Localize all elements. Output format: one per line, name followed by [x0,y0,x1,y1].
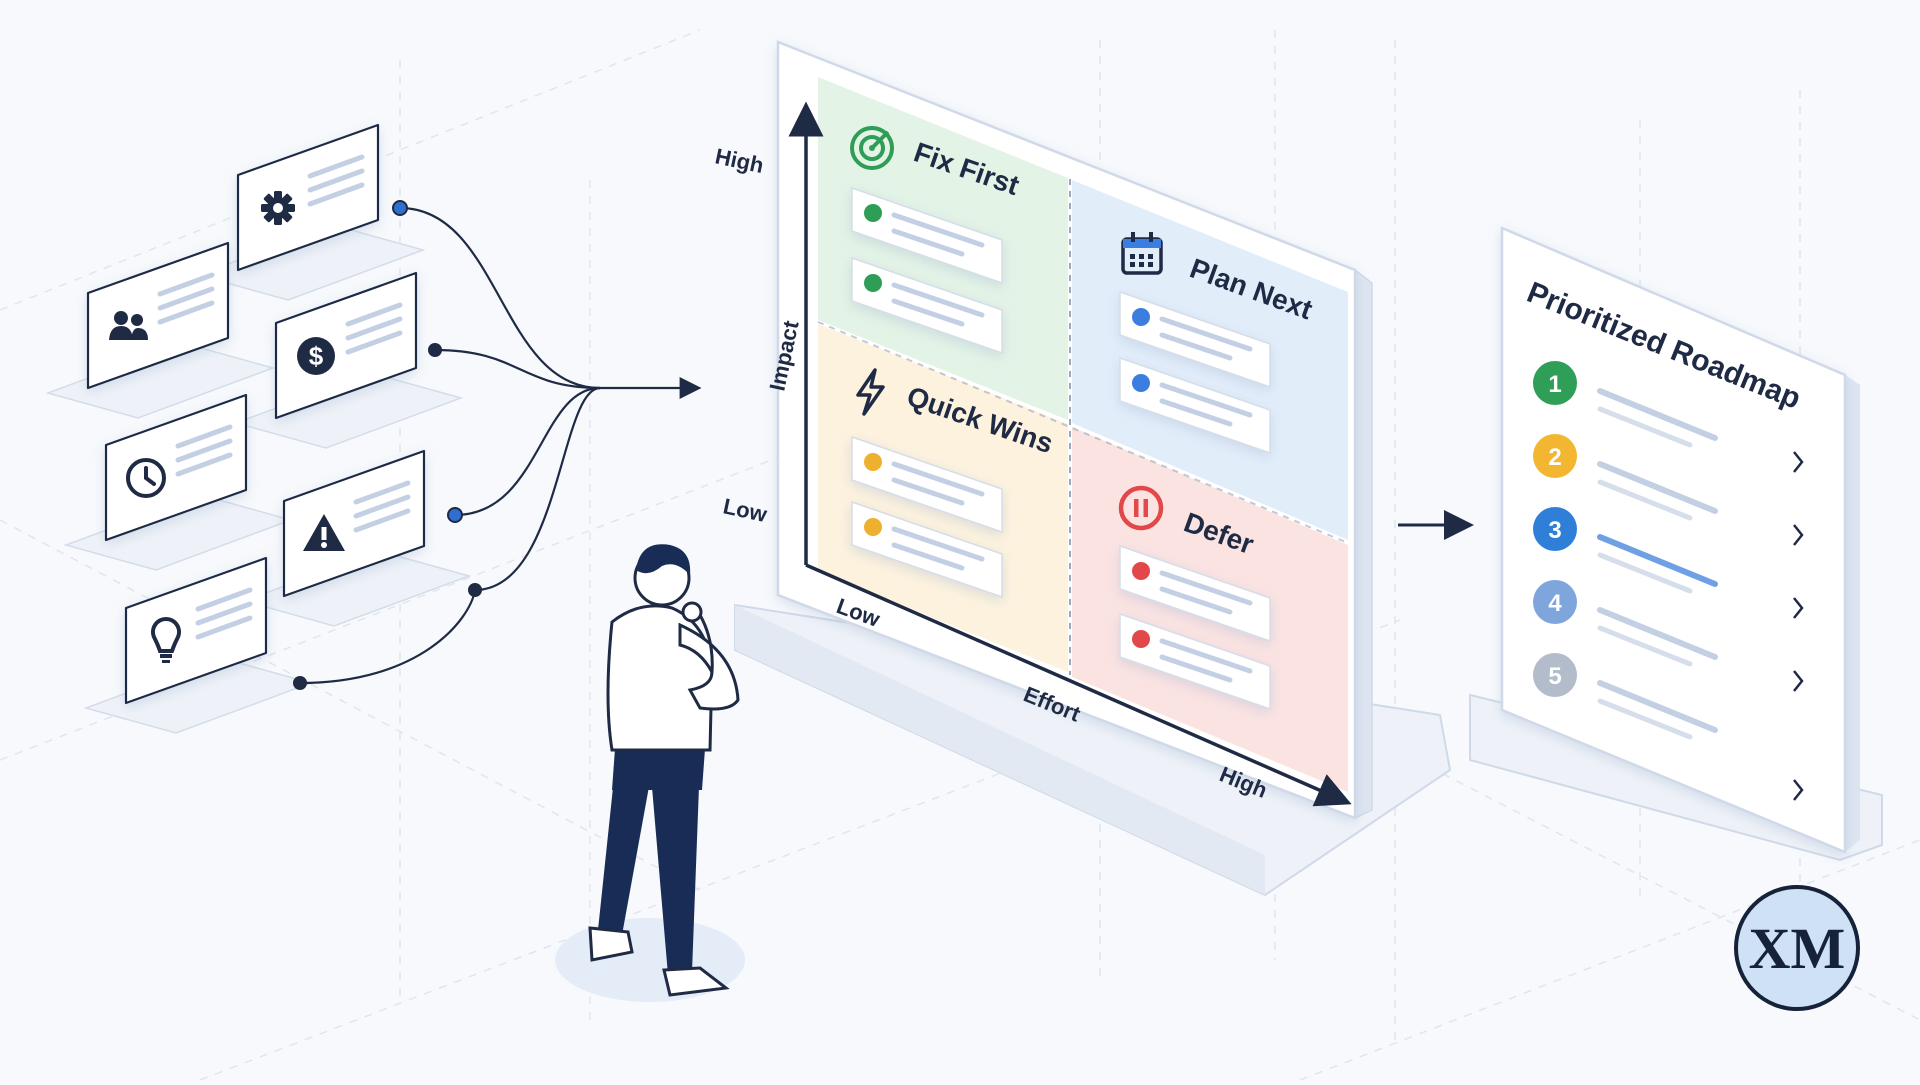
rank-number: 4 [1548,590,1562,617]
task-card [851,186,1003,285]
input-card [45,241,276,419]
rank-badge [1533,434,1577,478]
rank-badge [1533,580,1577,624]
chevron-right-icon[interactable] [1793,597,1804,619]
chevron-right-icon[interactable] [1793,670,1804,692]
input-card: $ [233,271,464,449]
rank-number: 1 [1548,371,1561,398]
impact-high-label: High [713,143,766,178]
brand-logo: XM [1734,885,1860,1011]
roadmap-item[interactable]: 1 [1533,361,1718,448]
input-card [241,449,472,627]
input-card [63,393,294,571]
task-dot [864,274,882,292]
task-dot [864,204,882,222]
person-figure [555,544,745,1002]
task-card [851,435,1003,534]
rank-badge [1533,507,1577,551]
effort-axis [805,563,1352,807]
users-icon [109,311,148,340]
task-dot [1132,562,1150,580]
task-dot [864,518,882,536]
task-dot [1132,630,1150,648]
rank-number: 5 [1548,663,1561,690]
input-cards: $ [45,123,472,734]
roadmap-item[interactable]: 3 [1533,507,1804,594]
rank-number: 2 [1548,444,1561,471]
logo-text: XM [1749,916,1846,981]
chevron-right-icon[interactable] [1793,524,1804,546]
input-card [195,123,426,301]
warning-icon [303,514,345,551]
task-dot [1132,308,1150,326]
clock-icon [126,458,166,498]
rank-badge [1533,361,1577,405]
task-card [851,500,1003,599]
rank-badge [1533,653,1577,697]
task-dot [1132,374,1150,392]
pause-icon [1118,485,1164,531]
calendar-icon [1121,232,1163,275]
task-dot [864,453,882,471]
roadmap-item[interactable]: 4 [1533,580,1804,667]
target-icon [850,126,894,170]
lightbulb-icon [151,617,181,663]
roadmap-item[interactable]: 2 [1533,434,1804,521]
dollar-icon: $ [297,337,335,375]
input-connectors [299,206,702,685]
rank-number: 3 [1548,517,1561,544]
chevron-right-icon[interactable] [1793,779,1804,801]
impact-low-label: Low [721,493,770,527]
connector-dots [293,200,482,690]
chevron-right-icon[interactable] [1793,451,1804,473]
task-card [851,256,1003,355]
roadmap-list: 1 2 3 4 5 [1533,361,1804,801]
task-card [1119,290,1271,389]
task-card [1119,612,1271,711]
roadmap-item[interactable]: 5 [1533,653,1804,740]
task-card [1119,544,1271,643]
input-card [83,556,314,734]
gear-icon [261,191,295,225]
svg-text:$: $ [309,341,324,371]
task-card [1119,356,1271,455]
lightning-icon [856,368,885,416]
